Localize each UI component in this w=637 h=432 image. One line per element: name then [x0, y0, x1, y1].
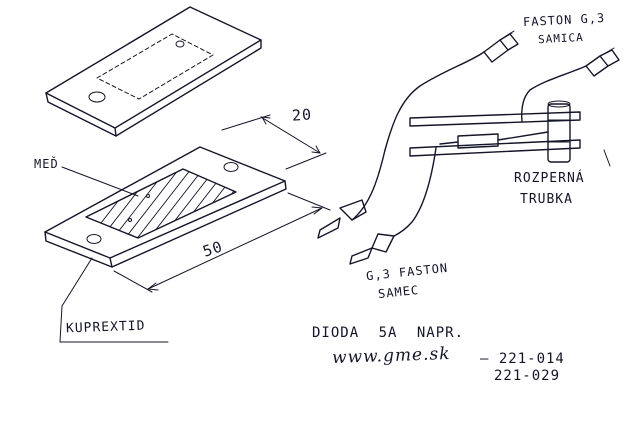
- board-material-label: KUPREXTID: [65, 318, 146, 337]
- female-faston-connector: [351, 30, 519, 221]
- spacer-sublabel: TRUBKA: [520, 192, 573, 207]
- dimension-20: [221, 114, 327, 170]
- male-faston-connector: [317, 147, 437, 265]
- female-faston-sublabel: SAMICA: [537, 30, 585, 47]
- dimension-50: [113, 192, 331, 293]
- dimension-20-label: 20: [291, 105, 313, 125]
- top-cover-plate: [45, 6, 262, 137]
- spacer-label: ROZPERNÁ: [514, 171, 585, 186]
- part-code-2: 221-029: [494, 368, 561, 384]
- copper-clad-board: [44, 146, 287, 268]
- female-faston-connector-2: [521, 47, 620, 123]
- copper-leader: [61, 166, 139, 197]
- diode-note: DIODA 5A NAPR.: [312, 325, 465, 341]
- board-material-leader: [59, 257, 169, 343]
- diode-assembly: [409, 100, 611, 167]
- part-code-1: – 221-014: [480, 351, 565, 367]
- website-text: www.gme.sk: [331, 343, 451, 369]
- copper-label: MEĎ: [34, 157, 59, 171]
